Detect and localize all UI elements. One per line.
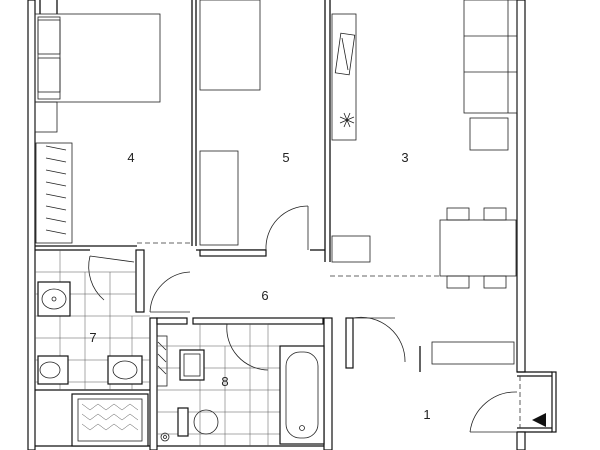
plant-icon	[339, 112, 355, 128]
room-label-3: 3	[401, 150, 408, 165]
toilet-7	[107, 355, 143, 385]
armchair	[469, 117, 509, 151]
hall-bench	[431, 341, 515, 365]
entrance-arrow-icon	[532, 413, 546, 427]
wardrobe	[35, 142, 73, 244]
tv-unit	[331, 13, 357, 141]
shelf	[331, 235, 371, 263]
walls	[27, 0, 557, 450]
room-label-8: 8	[221, 374, 228, 389]
bathroom-7-tiles	[35, 250, 150, 390]
room-label-4: 4	[127, 150, 134, 165]
cabinet	[199, 150, 239, 246]
bedside-table	[34, 101, 58, 133]
bathroom-8-tiles	[157, 324, 280, 446]
room-label-7: 7	[89, 330, 96, 345]
drain	[160, 432, 170, 442]
toilet-8	[177, 407, 219, 437]
towel-rail	[156, 335, 168, 387]
bed	[34, 13, 161, 103]
room-label-1: 1	[423, 407, 430, 422]
tv-icon	[334, 32, 356, 76]
room-label-5: 5	[282, 150, 289, 165]
washbasin	[37, 281, 71, 317]
desk	[199, 0, 261, 91]
shower-tray	[71, 393, 149, 447]
sofa	[463, 0, 518, 114]
bathtub	[279, 345, 325, 445]
doors	[88, 205, 521, 433]
dining-table	[439, 207, 517, 289]
room-label-6: 6	[261, 288, 268, 303]
washbasin-8	[179, 349, 205, 381]
bidet	[37, 355, 69, 385]
